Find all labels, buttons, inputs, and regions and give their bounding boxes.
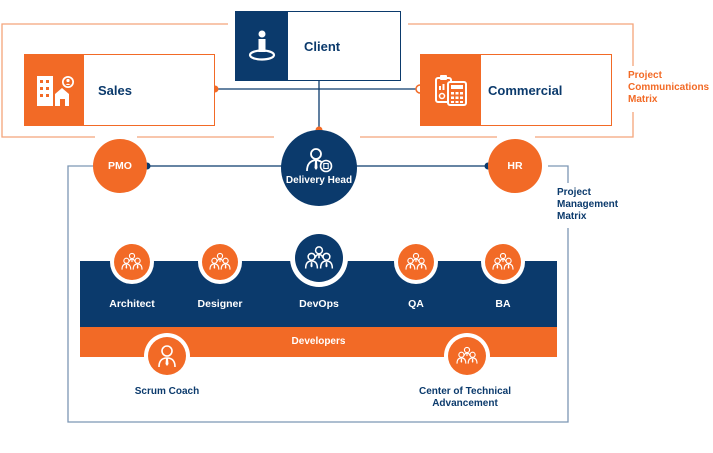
group-icon — [209, 253, 231, 271]
communications-matrix-frame — [1, 23, 228, 138]
communications-matrix-line2: Communications — [628, 82, 710, 93]
communications-matrix-frame-right — [408, 23, 634, 66]
hr-circle[interactable]: HR — [488, 139, 542, 193]
role-qa-ring — [394, 240, 438, 284]
commercial-icon-cell — [421, 55, 481, 125]
manager-badge-icon — [306, 147, 333, 172]
role-label-ba: BA — [495, 298, 511, 310]
group-icon — [456, 347, 478, 365]
management-matrix-line2: Management — [557, 199, 619, 210]
management-matrix-frame-top — [548, 165, 569, 183]
role-ba-ring — [481, 240, 525, 284]
delivery-head-circle[interactable]: Delivery Head — [281, 130, 357, 206]
role-designer[interactable] — [202, 244, 238, 280]
role-devops-ring — [290, 229, 348, 287]
role-architect[interactable] — [114, 244, 150, 280]
management-matrix-line1: Project — [557, 187, 591, 198]
role-label-architect: Architect — [109, 298, 155, 310]
cta-circle[interactable] — [448, 337, 486, 375]
pmo-label: PMO — [108, 160, 132, 172]
delivery-head-label: Delivery Head — [285, 174, 353, 186]
client-box[interactable]: Client — [235, 11, 401, 81]
scrum-coach-circle-ring — [144, 333, 190, 379]
person-on-target-icon — [248, 30, 276, 61]
role-architect-ring — [110, 240, 154, 284]
clipboard-calculator-icon — [435, 75, 467, 106]
group-icon — [405, 253, 427, 271]
scrum-coach-circle[interactable] — [148, 337, 186, 375]
cta-label-line1: Center of Technical — [418, 386, 512, 397]
sales-box[interactable]: Sales — [24, 54, 215, 126]
communications-matrix-label: Project Communications Matrix — [628, 70, 709, 106]
group-icon — [492, 253, 514, 271]
pmo-circle[interactable]: PMO — [93, 139, 147, 193]
group-icon — [304, 246, 334, 269]
client-label: Client — [304, 38, 341, 54]
cta-label: Center of Technical Advancement — [400, 386, 530, 410]
commercial-box[interactable]: Commercial — [420, 54, 612, 126]
role-qa[interactable] — [398, 244, 434, 280]
sales-label: Sales — [98, 82, 132, 98]
role-ba[interactable] — [485, 244, 521, 280]
communications-matrix-line1: Project — [628, 70, 662, 81]
role-label-qa: QA — [408, 298, 424, 310]
cta-circle-ring — [444, 333, 490, 379]
role-designer-ring — [198, 240, 242, 284]
client-icon-cell — [236, 12, 288, 80]
communications-matrix-frame-right-bottom — [535, 112, 634, 138]
cta-label-line2: Advancement — [432, 398, 498, 409]
commercial-label: Commercial — [488, 82, 563, 98]
role-label-designer: Designer — [197, 298, 243, 310]
group-icon — [121, 253, 143, 271]
sales-icon-cell — [25, 55, 84, 125]
person-icon — [158, 345, 176, 368]
role-label-devops: DevOps — [299, 298, 339, 310]
scrum-coach-label: Scrum Coach — [134, 386, 200, 397]
building-with-person-icon — [36, 76, 74, 106]
hr-label: HR — [507, 160, 523, 172]
role-devops[interactable] — [295, 234, 343, 282]
developers-label: Developers — [291, 336, 346, 347]
communications-matrix-line3: Matrix — [628, 94, 658, 105]
management-matrix-frame — [67, 165, 569, 423]
management-matrix-line3: Matrix — [557, 211, 587, 222]
management-matrix-label: Project Management Matrix — [557, 187, 618, 223]
